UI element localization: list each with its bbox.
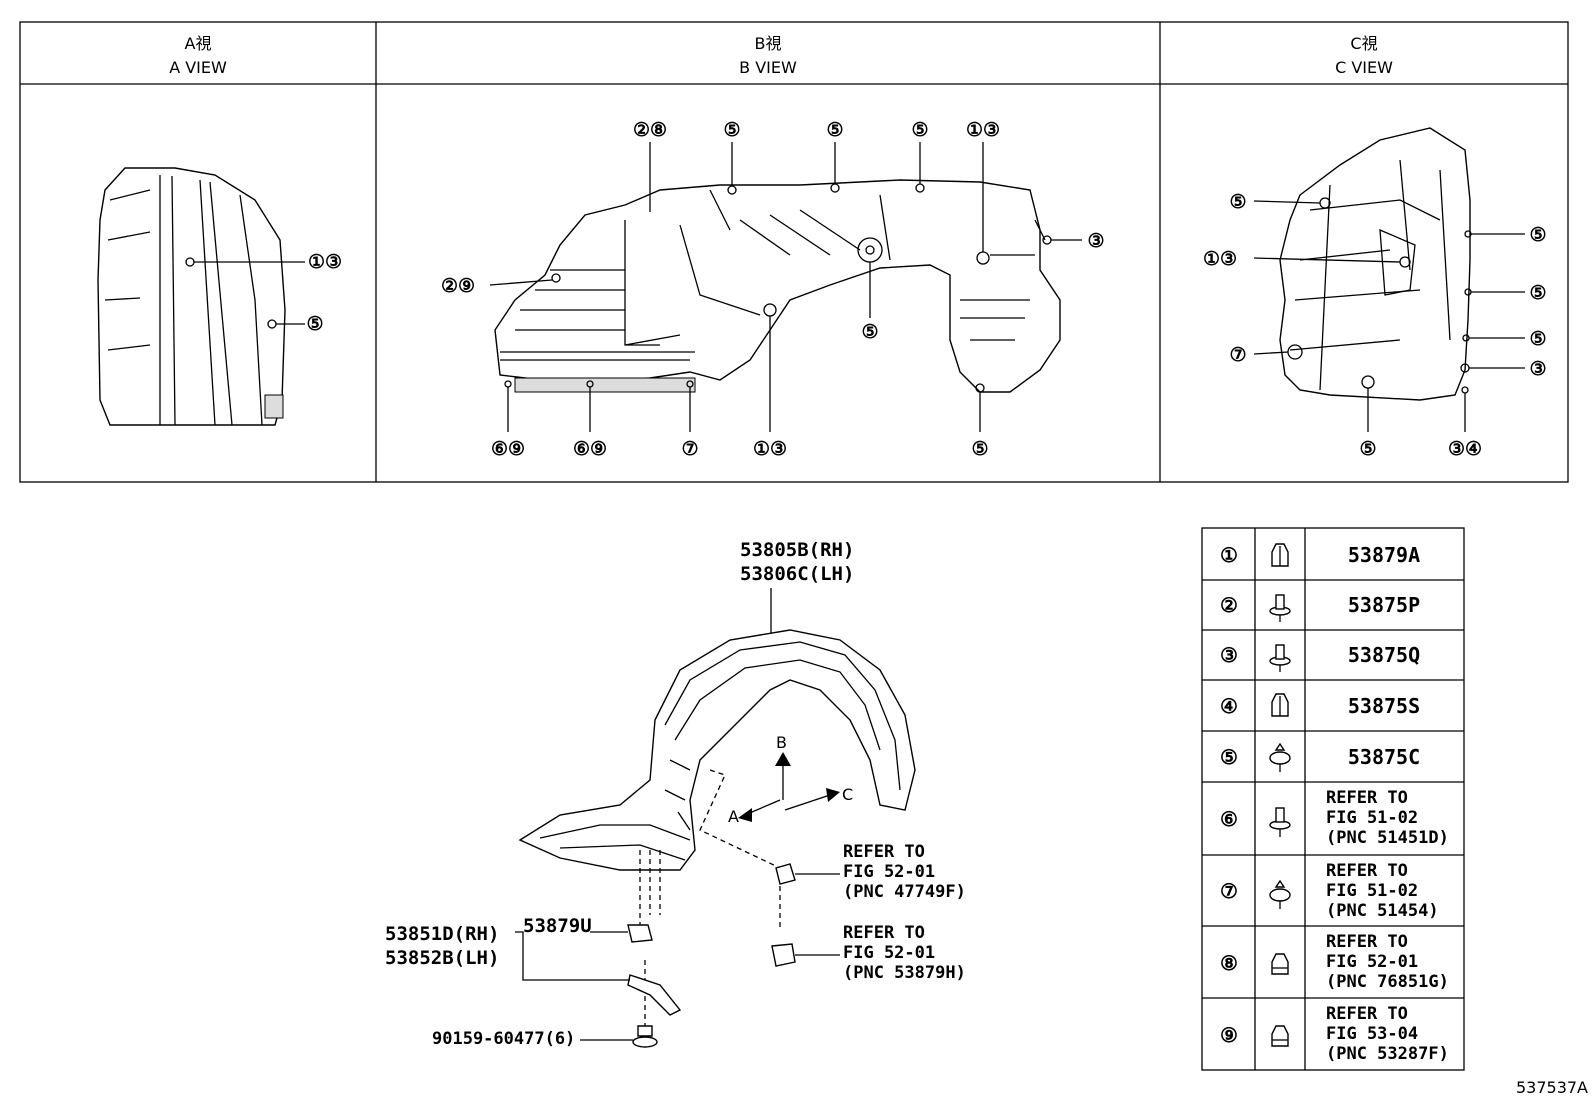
legend-ref-8-3: (PNC 76851G) [1326, 972, 1449, 992]
c-callout-1: ⑤ [1229, 191, 1246, 213]
legend-ref-6-2: FIG 51-02 [1326, 808, 1418, 828]
b-callout-11: ⑦ [681, 438, 698, 460]
legend-ref-7-1: REFER TO [1326, 861, 1408, 881]
direction-b-label: B [776, 733, 787, 752]
legend-part-2: 53875P [1348, 593, 1420, 617]
screw-icon [1269, 594, 1291, 622]
b-callout-4: ⑤ [911, 119, 928, 141]
legend-part-3: 53875Q [1348, 643, 1420, 667]
a-view-callouts: ①③ ⑤ [306, 251, 342, 335]
seal-rh-label: 53851D(RH) [385, 923, 499, 945]
view-c-jp: C視 [1350, 34, 1377, 53]
b-callout-1: ②⑧ [633, 119, 667, 141]
bolt-label: 90159-60477(6) [432, 1029, 575, 1049]
legend-ref-9-1: REFER TO [1326, 1004, 1408, 1024]
legend-num-3: ③ [1220, 643, 1238, 667]
legend-ref-7-2: FIG 51-02 [1326, 881, 1418, 901]
a-view-liner-drawing [97, 167, 305, 426]
b-callout-12: ①③ [753, 438, 787, 460]
view-a-en: A VIEW [169, 58, 227, 77]
view-c-en: C VIEW [1335, 58, 1393, 77]
b-view-callouts: ②⑧ ⑤ ⑤ ⑤ ①③ ③ ②⑨ ⑤ ⑥⑨ ⑥⑨ ⑦ ①③ ⑤ [441, 119, 1105, 460]
b-callout-8: ⑤ [861, 321, 878, 343]
legend-ref-9-2: FIG 53-04 [1326, 1024, 1418, 1044]
clip-icon [1271, 953, 1289, 975]
clip-icon [1271, 1025, 1289, 1047]
view-header-b: B視 B VIEW [739, 34, 797, 77]
ref1-line1: REFER TO [843, 842, 925, 862]
legend-part-5: 53875C [1348, 745, 1420, 769]
a-callout-1: ①③ [308, 251, 342, 273]
legend-num-4: ④ [1220, 694, 1238, 718]
legend-ref-7-3: (PNC 51454) [1326, 901, 1439, 921]
liner-rh-label: 53805B(RH) [740, 539, 854, 561]
b-callout-3: ⑤ [826, 119, 843, 141]
b-callout-9: ⑥⑨ [491, 438, 525, 460]
push-rivet-icon [1269, 742, 1291, 772]
legend-part-1: 53879A [1348, 543, 1420, 567]
view-a-jp: A視 [185, 34, 212, 53]
view-header-a: A視 A VIEW [169, 34, 227, 77]
ref2-line1: REFER TO [843, 923, 925, 943]
screw-icon [1269, 644, 1291, 672]
main-labels: 53805B(RH) 53806C(LH) 53851D(RH) 53852B(… [385, 539, 966, 1049]
c-callout-7: ③ [1529, 358, 1546, 380]
clip-icon [1271, 543, 1289, 567]
b-callout-7: ②⑨ [441, 275, 475, 297]
liner-lh-label: 53806C(LH) [740, 563, 854, 585]
main-fender-liner-drawing [515, 588, 916, 1048]
b-callout-13: ⑤ [971, 438, 988, 460]
a-callout-2: ⑤ [306, 313, 323, 335]
legend-ref-6-3: (PNC 51451D) [1326, 828, 1449, 848]
c-callout-8: ⑤ [1359, 438, 1376, 460]
ref1-line2: FIG 52-01 [843, 862, 935, 882]
view-header-c: C視 C VIEW [1335, 34, 1393, 77]
c-callout-4: ⑤ [1529, 224, 1546, 246]
c-callout-6: ⑤ [1529, 328, 1546, 350]
c-callout-3: ⑦ [1229, 344, 1246, 366]
legend-ref-9-3: (PNC 53287F) [1326, 1044, 1449, 1064]
legend-part-4: 53875S [1348, 694, 1420, 718]
clip-icon [1271, 693, 1289, 717]
legend-num-8: ⑧ [1220, 951, 1238, 975]
legend-ref-8-1: REFER TO [1326, 932, 1408, 952]
legend-num-7: ⑦ [1220, 879, 1238, 903]
legend-table: ① ② ③ ④ ⑤ ⑥ ⑦ ⑧ ⑨ 53879A 53875P 53875Q 5… [1201, 527, 1465, 1071]
c-callout-5: ⑤ [1529, 282, 1546, 304]
c-view-callouts: ⑤ ①③ ⑦ ⑤ ⑤ ⑤ ③ ⑤ ③④ [1203, 191, 1547, 460]
legend-ref-8-2: FIG 52-01 [1326, 952, 1418, 972]
b-callout-6: ③ [1087, 230, 1104, 252]
c-callout-9: ③④ [1448, 438, 1482, 460]
view-b-jp: B視 [755, 34, 782, 53]
drawing-id: 537537A [1516, 1078, 1588, 1097]
ref1-line3: (PNC 47749F) [843, 882, 966, 902]
ref2-line3: (PNC 53879H) [843, 963, 966, 983]
legend-num-5: ⑤ [1220, 745, 1238, 769]
push-rivet-icon [1269, 879, 1291, 909]
legend-num-2: ② [1220, 593, 1238, 617]
b-callout-10: ⑥⑨ [573, 438, 607, 460]
view-panels-frame [19, 21, 1569, 483]
ref2-line2: FIG 52-01 [843, 943, 935, 963]
b-view-liner-drawing [489, 142, 1082, 432]
seal-lh-label: 53852B(LH) [385, 947, 499, 969]
legend-num-9: ⑨ [1220, 1023, 1238, 1047]
direction-a-label: A [728, 807, 739, 826]
direction-c-label: C [842, 785, 853, 804]
screw-icon [1269, 807, 1291, 837]
clip-label: 53879U [523, 915, 592, 937]
c-view-liner-drawing [1253, 127, 1525, 432]
legend-ref-6-1: REFER TO [1326, 788, 1408, 808]
legend-num-6: ⑥ [1220, 807, 1238, 831]
legend-num-1: ① [1220, 543, 1238, 567]
view-b-en: B VIEW [739, 58, 797, 77]
b-callout-2: ⑤ [723, 119, 740, 141]
c-callout-2: ①③ [1203, 248, 1237, 270]
b-callout-5: ①③ [966, 119, 1000, 141]
